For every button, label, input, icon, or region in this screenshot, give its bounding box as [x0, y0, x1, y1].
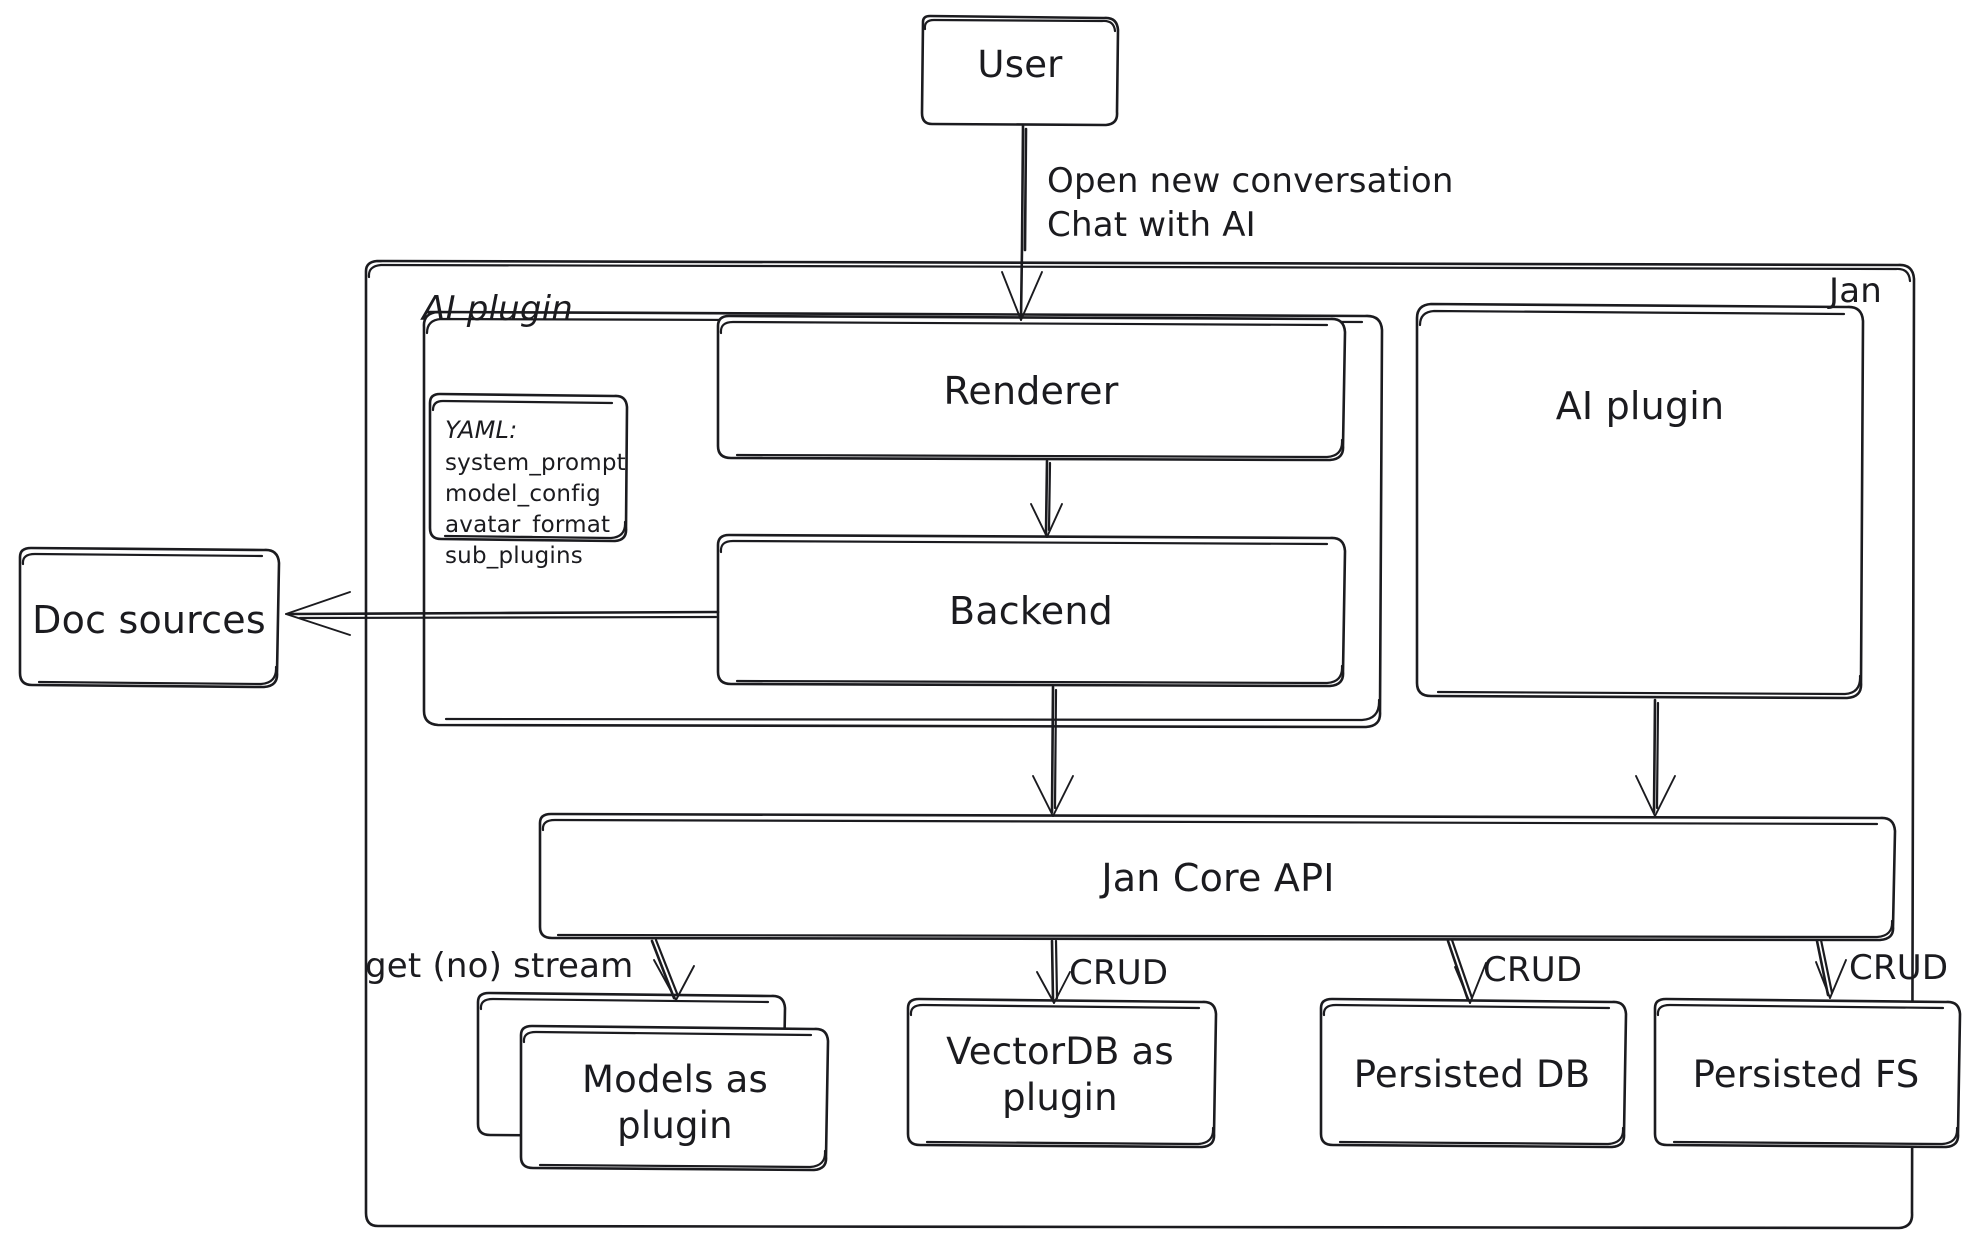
edge-renderer-to-backend [1030, 459, 1063, 538]
yaml-card-shape [428, 392, 629, 543]
jan-core-api-shape [538, 812, 1897, 942]
edge-api-to-vectordb [1036, 939, 1071, 1004]
doc-sources-shape [18, 546, 281, 689]
models-plugin-front-shape [519, 1024, 830, 1172]
vectordb-plugin-shape [906, 997, 1218, 1149]
edge-api-to-persisted-fs [1815, 938, 1847, 999]
edge-api-to-persisted-db [1446, 938, 1487, 1004]
edge-user-to-renderer [1001, 124, 1043, 321]
persisted-fs-shape [1653, 997, 1962, 1149]
edge-backend-to-jan-core-api [1032, 685, 1074, 817]
edge-ai-plugin-to-jan-core-api [1635, 698, 1676, 817]
edge-api-to-models [650, 938, 695, 1001]
user-box-shape [920, 14, 1120, 127]
renderer-box-shape [716, 314, 1347, 462]
backend-box-shape [716, 533, 1347, 688]
persisted-db-shape [1319, 997, 1628, 1149]
ai-plugin-box-shape [1415, 302, 1865, 700]
edge-backend-to-doc-sources [285, 591, 720, 636]
